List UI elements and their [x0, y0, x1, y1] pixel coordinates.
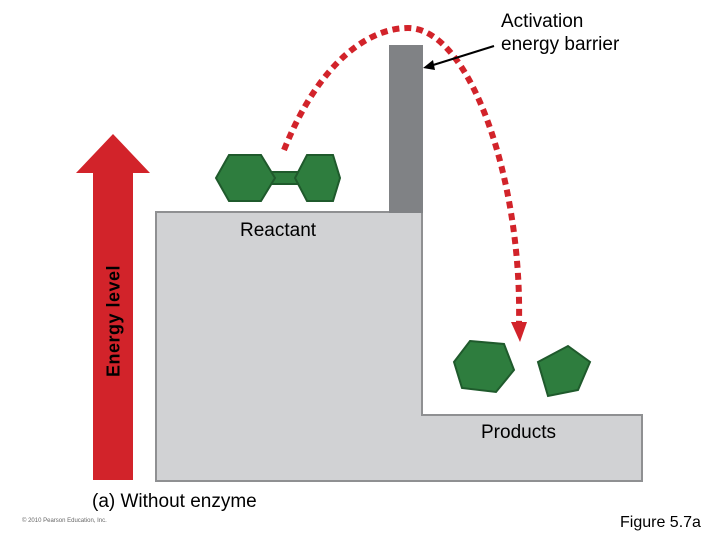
- copyright-notice: © 2010 Pearson Education, Inc.: [22, 518, 107, 524]
- activation-label-line2: energy barrier: [501, 34, 620, 55]
- products-label: Products: [481, 422, 556, 443]
- activation-energy-label: Activation energy barrier: [501, 10, 619, 56]
- energy-level-arrow: [76, 134, 150, 480]
- activation-label-line1: Activation: [501, 11, 584, 32]
- activation-energy-barrier: [389, 45, 423, 213]
- product-pentagon: [536, 344, 592, 398]
- reactant-hexagon-right: [293, 154, 342, 202]
- reaction-path-arrowhead: [511, 322, 527, 342]
- figure-caption: (a) Without enzyme: [92, 491, 257, 512]
- barrier-pointer-line: [429, 45, 495, 67]
- energy-level-label: Energy level: [103, 264, 124, 378]
- reactant-hexagon-left: [214, 154, 277, 202]
- figure-number: Figure 5.7a: [620, 514, 701, 531]
- product-hexagon: [452, 339, 516, 394]
- barrier-pointer-head: [423, 60, 435, 70]
- reactant-label: Reactant: [240, 220, 317, 241]
- reactant-molecule: [214, 154, 342, 202]
